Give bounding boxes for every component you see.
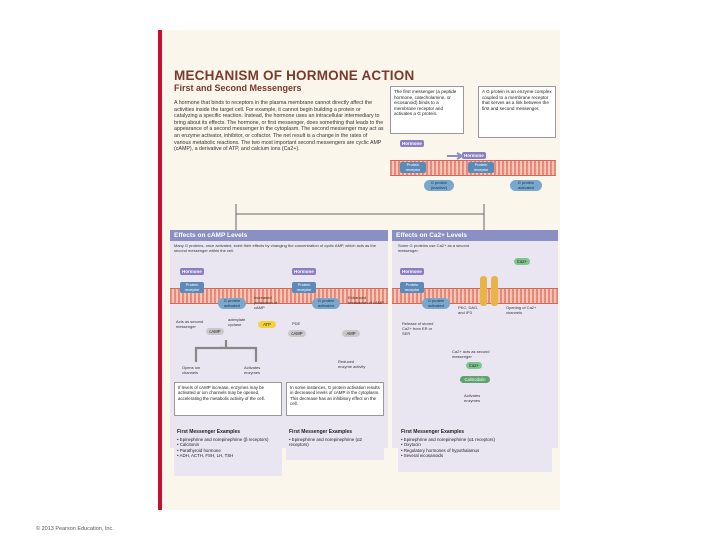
camp-note-right: In some instances, G protein activation … [286,382,384,416]
release-stored-ca-label: Release of stored Ca2+ from ER or SER [402,321,434,336]
example-item: • Epinephrine and norepinephrine (α2 rec… [289,436,362,448]
opens-ion-channels-label: Opens ion channels [182,365,201,375]
example-item: • Regulatory hormones of hypothalamus [401,447,480,453]
calcium-receptor: Protein receptor [400,282,424,294]
pde-label: PDE [292,321,301,326]
intro-paragraph: A hormone that binds to receptors in the… [174,100,384,153]
camp-note-left: If levels of cAMP increase, enzymes may … [174,382,282,416]
calcium-examples: First Messenger Examples • Epinephrine a… [398,428,552,472]
example-item: • Parathyroid hormone [177,447,221,453]
example-item: • Oxytocin [401,442,421,448]
example-item: • Epinephrine and norepinephrine (α1 rec… [401,436,495,442]
camp-g-protein-2: G protein activated [312,298,340,310]
enhanced-breakdown-label: Enhanced breakdown of cAMP [348,295,384,305]
activates-enzymes-label: Activates enzymes [244,365,261,375]
examples-heading: First Messenger Examples [401,429,465,435]
g-protein-box: A G protein is an enzyme complex coupled… [478,86,556,138]
examples-heading: First Messenger Examples [289,429,353,435]
calcium-panel [392,230,558,448]
adenylate-cyclase-label: adenylate cyclase [228,317,246,327]
ca-second-messenger-label: Ca2+ acts as second messenger [452,349,490,359]
calmodulin-pill: Calmodulin [460,376,490,383]
page-subtitle: First and Second Messengers [174,83,302,93]
reduced-enzyme-activity-label: Reduced enzyme activity [338,359,366,369]
hormone-label-2: Hormone [462,152,486,159]
example-item: • Several eicosanoids [401,453,444,459]
example-item: • Calcitonin [177,442,200,448]
calcium-g-protein: G protein activated [422,298,450,310]
camp-header: Effects on cAMP Levels [170,230,388,241]
camp-receptor-2: Protein receptor [292,282,316,294]
acts-as-second-messenger: Acts as second messenger [176,319,204,329]
camp-pill: cAMP [206,328,224,335]
receptor-label: Protein receptor [400,162,426,174]
calcium-intro: Some G proteins use Ca2+ as a second mes… [398,243,470,253]
camp-g-protein-1: G protein activated [218,298,246,310]
camp-intro: Many G proteins, once activated, exert t… [174,243,376,253]
hormone-label: Hormone [400,140,424,147]
receptor-label-2: Protein receptor [468,162,494,174]
camp-hormone-1: Hormone [180,268,204,275]
opening-channels-label: Opening of Ca2+ channels [506,305,537,315]
camp-examples-mid: First Messenger Examples • Epinephrine a… [286,428,384,460]
pkc-dag-label: PKC, DAG, and IP3 [458,305,479,315]
camp-receptor-1: Protein receptor [180,282,204,294]
branch-arrows-icon [235,204,485,232]
calcium-activates-enzymes: Activates enzymes [464,393,481,403]
examples-heading: First Messenger Examples [177,429,241,435]
calcium-hormone: Hormone [400,268,424,275]
ca-pill-top: Ca2+ [514,258,530,265]
camp-pill-2: cAMP [288,330,306,337]
right-arrow-icon [447,152,464,160]
copyright-notice: © 2013 Pearson Education, Inc. [36,526,114,532]
camp-hormone-2: Hormone [292,268,316,275]
increased-camp-label: Increased production of cAMP [254,295,278,310]
example-item: • Epinephrine and norepinephrine (β rece… [177,436,269,442]
g-protein-inactive: G protein (inactive) [424,180,454,192]
ca-pill: Ca2+ [466,362,482,369]
example-item: • ADH, ACTH, FSH, LH, TSH [177,453,234,459]
page-title: MECHANISM OF HORMONE ACTION [174,68,415,83]
amp-pill: AMP [342,330,360,337]
first-messenger-box: The first messenger (a peptide hormone, … [390,86,464,134]
calcium-header: Effects on Ca2+ Levels [392,230,558,241]
atp-pill: ATP [258,321,276,328]
textbook-page: MECHANISM OF HORMONE ACTION First and Se… [158,30,560,510]
g-protein-active: G protein activated [510,180,542,192]
kinase-arrows-icon [194,340,258,362]
camp-examples-left: First Messenger Examples • Epinephrine a… [174,428,282,476]
calcium-channel-icon [480,276,498,306]
